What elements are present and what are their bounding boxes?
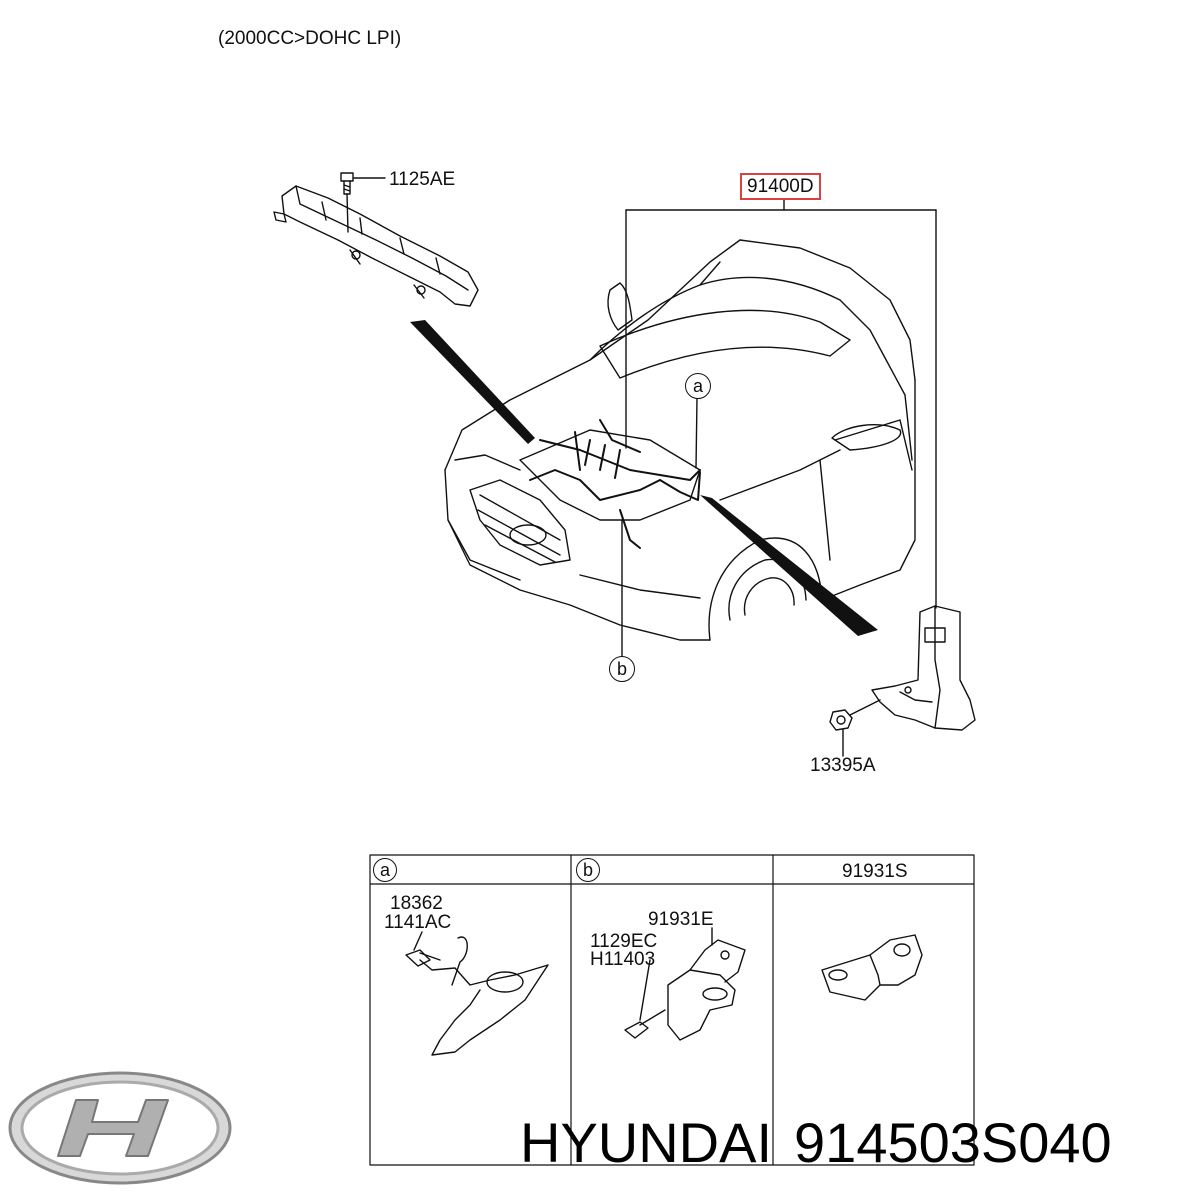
rail-bracket: [273, 185, 479, 307]
engine-note: (2000CC>DOHC LPI): [218, 28, 402, 49]
hyundai-logo: [8, 1071, 232, 1185]
wiring-harness: [529, 419, 701, 549]
clip-part: [821, 934, 923, 1001]
mount-bracket: [849, 605, 976, 731]
detail-b-part: [624, 927, 746, 1041]
callout-13395A: 13395A: [810, 755, 876, 776]
leader-strip-left: [410, 320, 535, 444]
callout-91400D: 91400D: [740, 173, 821, 200]
callout-circle-b: b: [609, 656, 635, 682]
part-H11403: H11403: [590, 949, 656, 970]
brand-part-number: HYUNDAI 914503S040: [520, 1110, 1112, 1175]
part-number: 914503S040: [794, 1111, 1112, 1174]
car-body: [444, 239, 916, 641]
bolt-icon: [340, 172, 386, 233]
callout-1125AE: 1125AE: [389, 169, 456, 190]
part-1129EC: 1129EC: [590, 931, 658, 952]
table-header-91931S: 91931S: [842, 861, 908, 882]
detail-table: [369, 854, 975, 1166]
leader-strip-right: [700, 495, 878, 636]
part-18362: 18362: [390, 893, 443, 914]
table-header-b: b: [576, 858, 600, 882]
detail-a-part: [405, 931, 549, 1056]
table-header-a: a: [373, 858, 397, 882]
part-1141AC: 1141AC: [384, 912, 452, 933]
callout-circle-a: a: [685, 373, 711, 399]
part-91931E: 91931E: [648, 909, 714, 930]
brand-name: HYUNDAI: [520, 1111, 773, 1174]
nut-icon: [829, 709, 853, 757]
